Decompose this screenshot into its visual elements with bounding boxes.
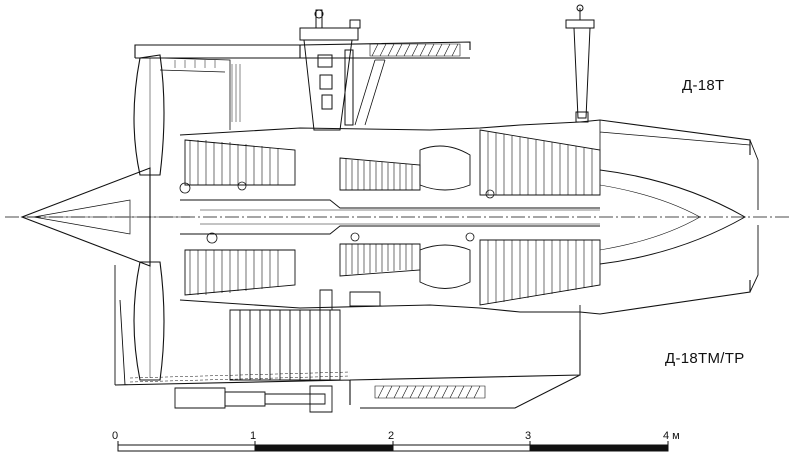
nozzle-tail-upper: [750, 140, 758, 210]
top-hatched-band: [370, 44, 460, 56]
exhaust-cone-inner: [600, 185, 700, 250]
bearings: [180, 182, 494, 243]
shaft-housing: [180, 200, 600, 234]
variant-label-bottom: Д-18ТМ/ТР: [665, 350, 745, 367]
hp-compressor-upper: [340, 158, 420, 190]
fan-blade-top: [134, 55, 164, 175]
scale-tick-2: 2: [388, 430, 395, 442]
bottom-hatched-band: [375, 386, 485, 398]
nozzle-upper: [600, 120, 750, 150]
fan-casing-hatch: [175, 60, 240, 122]
core-cowl-upper: [180, 120, 750, 155]
combustor-upper: [420, 146, 470, 190]
lp-compressor-lower: [185, 250, 295, 295]
scale-bar: [118, 441, 668, 451]
scale-segment-2: [255, 445, 393, 451]
hp-compressor-lower: [340, 244, 420, 276]
accessory-gearbox-bottom: [175, 290, 380, 412]
nozzle-tail-lower: [750, 225, 758, 292]
support-strut-top: [355, 60, 385, 125]
scale-segment-4: [530, 445, 668, 451]
bypass-duct-bottom: [115, 330, 580, 408]
lp-compressor-upper: [185, 140, 295, 185]
scale-tick-1: 1: [250, 430, 257, 442]
fan-blade-bottom: [134, 262, 164, 380]
turbine-upper: [480, 130, 600, 195]
accessory-tower-top: [300, 10, 360, 130]
shaft-inner: [200, 210, 600, 224]
scale-tick-3: 3: [525, 430, 532, 442]
scale-tick-4: 4 м: [663, 430, 680, 442]
turbine-lower: [480, 240, 600, 305]
bottom-nacelle-outer: [115, 265, 580, 385]
exhaust-cone: [600, 170, 745, 264]
combustor-lower: [420, 245, 470, 289]
fan-casing-upper: [160, 58, 230, 130]
core-cowl-lower: [180, 280, 750, 314]
nacelle-top-outer: [135, 42, 470, 58]
variant-label-top: Д-18Т: [682, 77, 725, 94]
rear-mount-top: [566, 5, 594, 122]
scale-tick-0: 0: [112, 430, 119, 442]
bottom-rim-hatch: [130, 372, 350, 382]
